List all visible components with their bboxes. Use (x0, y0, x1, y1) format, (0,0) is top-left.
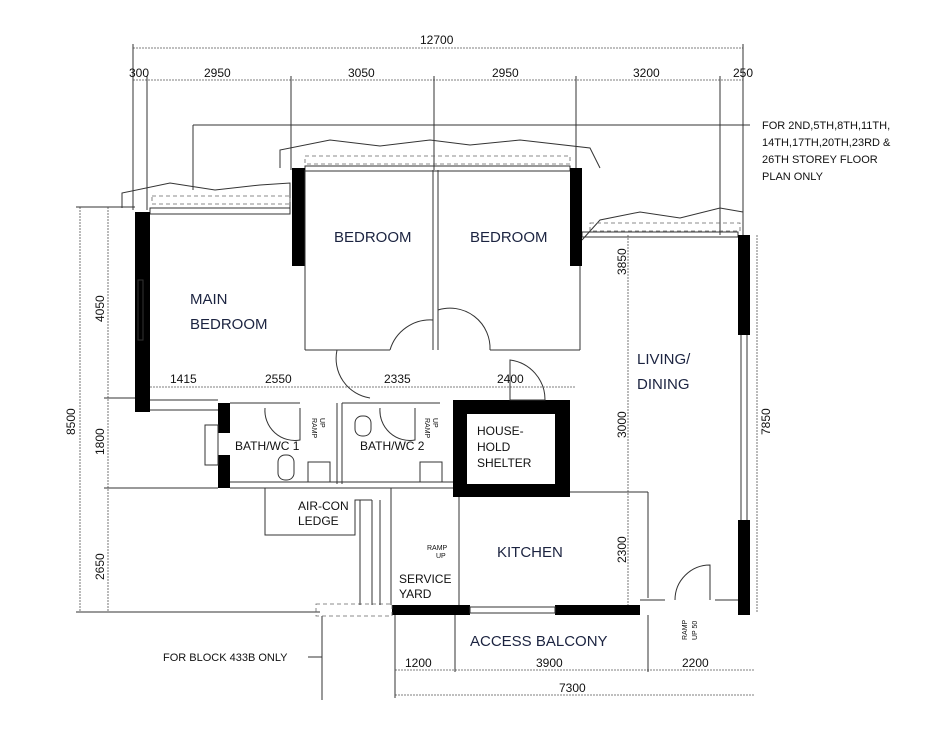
room-bedroom-2: BEDROOM (470, 229, 548, 246)
ramp-label-bath1: RAMP (310, 418, 317, 439)
walls (135, 168, 750, 617)
ramp-label-entrance: RAMP (682, 619, 689, 640)
room-service-yard-line2: YARD (399, 587, 432, 601)
dim-row-1: 1415 (170, 372, 197, 386)
storey-note-line3: 26TH STOREY FLOOR (762, 154, 878, 166)
dim-bottom-2: 3900 (536, 656, 563, 670)
dim-top-1: 300 (129, 66, 149, 80)
ramp-label-service-yard: RAMP (427, 545, 448, 552)
dim-bottom-1: 1200 (405, 656, 432, 670)
room-bath-wc-1: BATH/WC 1 (235, 439, 300, 453)
dim-top-3: 3050 (348, 66, 375, 80)
dim-top-4: 2950 (492, 66, 519, 80)
dim-row-4: 2400 (497, 372, 524, 386)
room-shelter-line1: HOUSE- (477, 424, 524, 438)
ramp-label-bath2: RAMP (423, 418, 430, 439)
room-living-dining-line2: DINING (637, 376, 690, 393)
storey-note-line1: FOR 2ND,5TH,8TH,11TH, (762, 120, 890, 132)
dim-row-2: 2550 (265, 372, 292, 386)
dim-left-total: 8500 (64, 408, 78, 435)
ramp-up-bath1: UP (318, 418, 325, 428)
room-shelter-line3: SHELTER (477, 456, 532, 470)
room-bath-wc-2: BATH/WC 2 (360, 439, 425, 453)
dim-bottom-total: 7300 (559, 681, 586, 695)
dim-top-5: 3200 (633, 66, 660, 80)
dim-right-2: 3000 (615, 411, 629, 438)
room-living-dining-line1: LIVING/ (637, 351, 691, 368)
dim-top-2: 2950 (204, 66, 231, 80)
dim-left-1: 4050 (93, 295, 107, 322)
dim-left-3: 2650 (93, 553, 107, 580)
ramp-up-service-yard: UP (436, 553, 446, 560)
dim-row-3: 2335 (384, 372, 411, 386)
room-bedroom-1: BEDROOM (334, 229, 412, 246)
room-access-balcony: ACCESS BALCONY (470, 633, 608, 650)
room-main-bedroom-line1: MAIN (190, 291, 228, 308)
room-service-yard-line1: SERVICE (399, 572, 451, 586)
dim-left-2: 1800 (93, 428, 107, 455)
dim-top-total: 12700 (420, 33, 454, 47)
dim-right-1: 3850 (615, 248, 629, 275)
ramp-up-50-entrance: UP 50 (692, 621, 699, 640)
room-main-bedroom-line2: BEDROOM (190, 316, 268, 333)
storey-note-line4: PLAN ONLY (762, 171, 824, 183)
dim-right-total: 7850 (759, 408, 773, 435)
doors (264, 307, 711, 601)
room-kitchen: KITCHEN (497, 544, 563, 561)
dim-right-3: 2300 (615, 536, 629, 563)
dim-top-6: 250 (733, 66, 753, 80)
room-aircon-ledge-line2: LEDGE (298, 514, 339, 528)
storey-note-line2: 14TH,17TH,20TH,23RD & (762, 137, 891, 149)
ramp-up-bath2: UP (431, 418, 438, 428)
room-aircon-ledge-line1: AIR-CON (298, 499, 349, 513)
dim-bottom-3: 2200 (682, 656, 709, 670)
block-note: FOR BLOCK 433B ONLY (163, 652, 288, 664)
room-shelter-line2: HOLD (477, 440, 511, 454)
dimension-lines (76, 44, 758, 700)
